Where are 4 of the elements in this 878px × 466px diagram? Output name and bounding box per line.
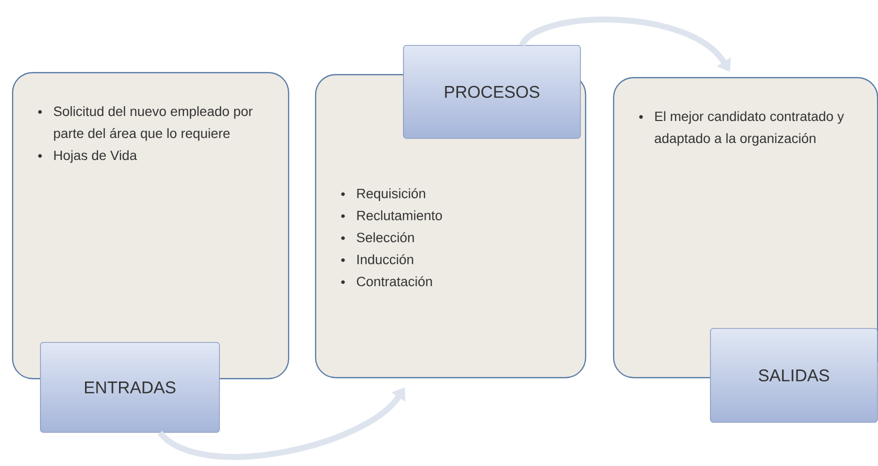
label-tab: SALIDAS (710, 328, 878, 423)
list-card: Solicitud del nuevo empleado por parte del área que lo requiere Hojas de Vida (12, 72, 290, 380)
label-tab: PROCESOS (403, 45, 581, 139)
label-tab: ENTRADAS (40, 342, 220, 433)
